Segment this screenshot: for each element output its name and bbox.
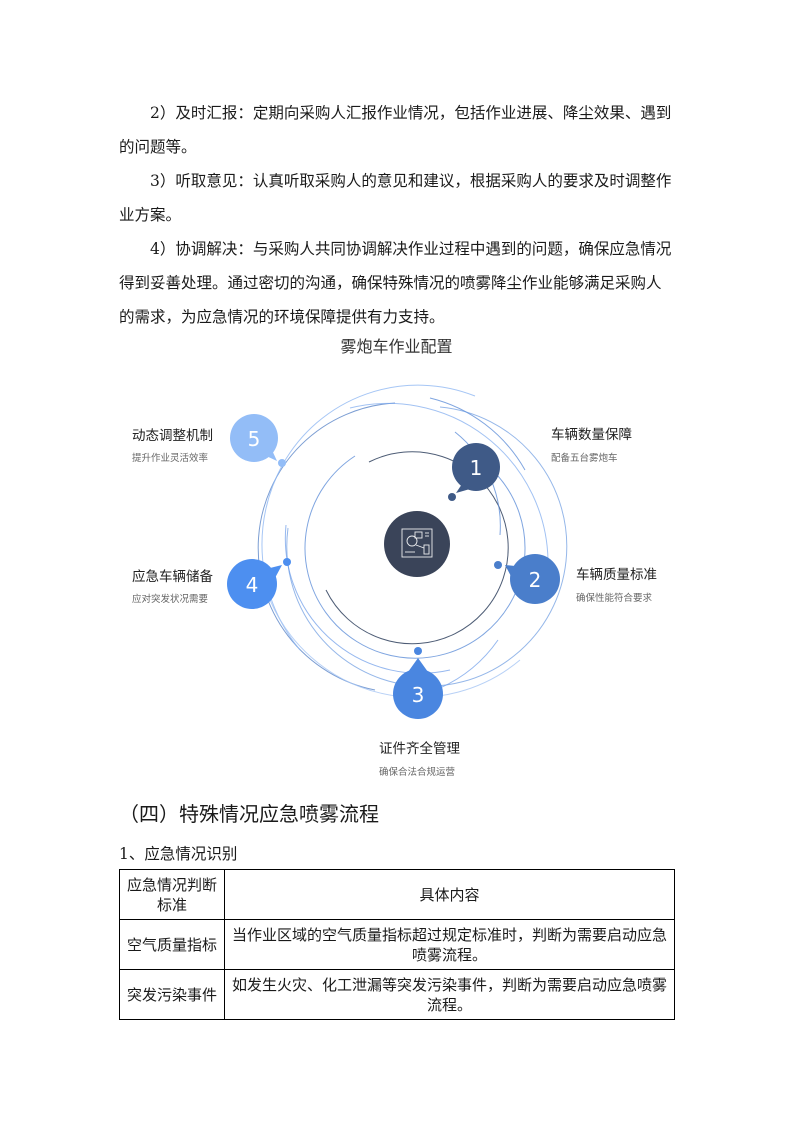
svg-text:2: 2 bbox=[529, 568, 542, 592]
item-2-title: 车辆质量标准 bbox=[576, 567, 657, 583]
svg-text:3: 3 bbox=[412, 683, 425, 707]
item-1-subtitle: 配备五台雾炮车 bbox=[551, 453, 618, 464]
svg-text:5: 5 bbox=[248, 427, 261, 451]
bubble-4: 4 bbox=[227, 559, 282, 609]
section-heading: （四）特殊情况应急喷雾流程 bbox=[119, 802, 379, 826]
item-3-subtitle: 确保合法合规运营 bbox=[379, 767, 456, 778]
bubble-3: 3 bbox=[393, 658, 443, 719]
paragraph-coordinate: 4）协调解决：与采购人共同协调解决作业过程中遇到的问题，确保应急情况得到妥善处理… bbox=[119, 240, 672, 326]
item-4-subtitle: 应对突发状况需要 bbox=[132, 594, 209, 605]
monitor-chart-icon bbox=[401, 528, 433, 558]
center-node bbox=[384, 511, 450, 577]
item-5-subtitle: 提升作业灵活效率 bbox=[132, 453, 209, 464]
diagram-title: 雾炮车作业配置 bbox=[340, 337, 453, 356]
table-row: 空气质量指标 当作业区域的空气质量指标超过规定标准时，判断为需要启动应急喷雾流程… bbox=[119, 919, 675, 970]
orbit-diagram: 1 2 3 4 5 bbox=[227, 384, 568, 719]
bubble-2: 2 bbox=[505, 554, 560, 604]
table-row: 突发污染事件 如发生火灾、化工泄漏等突发污染事件，判断为需要启动应急喷雾流程。 bbox=[119, 969, 675, 1020]
criteria-table: 应急情况判断标准 具体内容 空气质量指标 当作业区域的空气质量指标超过规定标准时… bbox=[119, 869, 675, 1020]
svg-text:4: 4 bbox=[246, 573, 259, 597]
table-cell: 空气质量指标 bbox=[119, 919, 225, 970]
table-cell: 当作业区域的空气质量指标超过规定标准时，判断为需要启动应急喷雾流程。 bbox=[224, 919, 675, 970]
paragraph-report: 2）及时汇报：定期向采购人汇报作业情况，包括作业进展、降尘效果、遇到的问题等。 bbox=[119, 104, 672, 156]
table-cell: 如发生火灾、化工泄漏等突发污染事件，判断为需要启动应急喷雾流程。 bbox=[224, 969, 675, 1020]
paragraph-feedback: 3）听取意见：认真听取采购人的意见和建议，根据采购人的要求及时调整作业方案。 bbox=[119, 172, 672, 224]
table-header-row: 应急情况判断标准 具体内容 bbox=[119, 869, 675, 920]
bubble-5: 5 bbox=[230, 414, 278, 462]
item-5-title: 动态调整机制 bbox=[132, 428, 213, 444]
table-cell: 突发污染事件 bbox=[119, 969, 225, 1020]
item-4-title: 应急车辆储备 bbox=[132, 569, 213, 585]
item-3-title: 证件齐全管理 bbox=[379, 741, 460, 757]
table-header-cell: 应急情况判断标准 bbox=[119, 869, 225, 920]
item-2-subtitle: 确保性能符合要求 bbox=[576, 593, 653, 604]
bubble-1: 1 bbox=[452, 443, 500, 493]
table-header-cell: 具体内容 bbox=[224, 869, 675, 920]
svg-text:1: 1 bbox=[470, 456, 483, 480]
section-subheading: 1、应急情况识别 bbox=[119, 845, 238, 863]
item-1-title: 车辆数量保障 bbox=[551, 427, 632, 443]
